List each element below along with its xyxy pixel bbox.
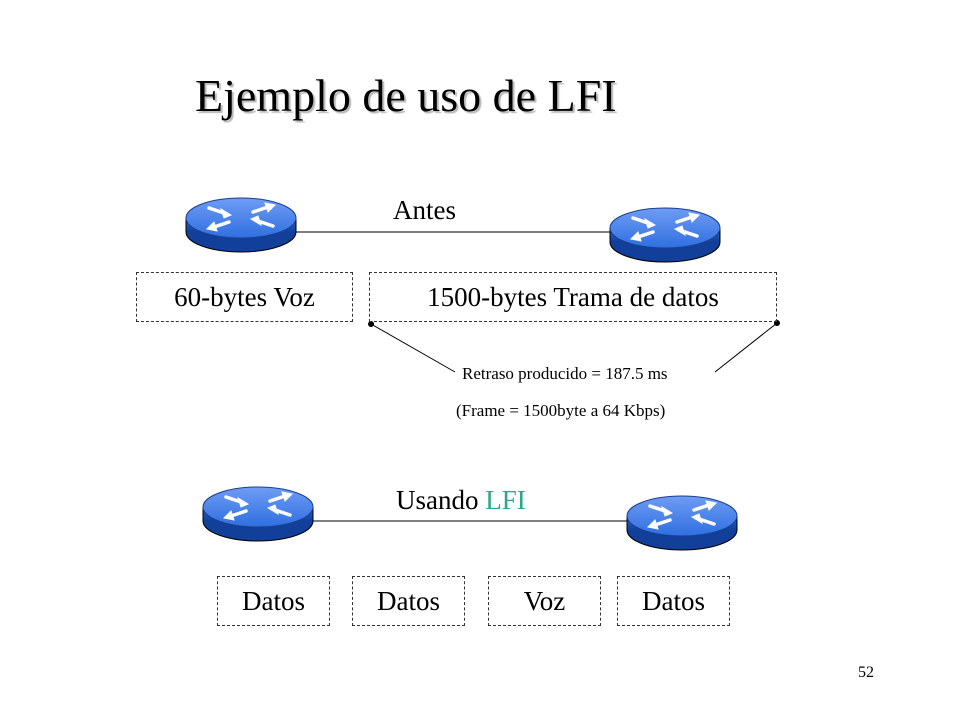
slide-title: Ejemplo de uso de LFI	[195, 70, 617, 121]
after-label-prefix: Usando	[396, 485, 479, 515]
fragment-box: Datos	[617, 576, 730, 626]
router-icon	[625, 494, 739, 552]
delay-note: Retraso producido = 187.5 ms	[462, 364, 668, 383]
after-label: Usando LFI	[396, 484, 526, 516]
data-frame-box: 1500-bytes Trama de datos	[369, 272, 777, 322]
after-label-accent: LFI	[485, 485, 526, 515]
voice-fragment-box: Voz	[488, 576, 601, 626]
frame-note: (Frame = 1500byte a 64 Kbps)	[456, 401, 666, 420]
before-label: Antes	[393, 195, 456, 225]
delay-arrow-right	[714, 320, 780, 373]
router-icon	[184, 196, 298, 254]
voice-packet-box: 60-bytes Voz	[136, 272, 353, 322]
router-icon	[608, 206, 722, 264]
delay-arrow-left	[368, 321, 456, 373]
fragment-box: Datos	[217, 576, 330, 626]
fragment-box: Datos	[352, 576, 465, 626]
page-number: 52	[858, 664, 874, 681]
router-icon	[201, 485, 315, 543]
